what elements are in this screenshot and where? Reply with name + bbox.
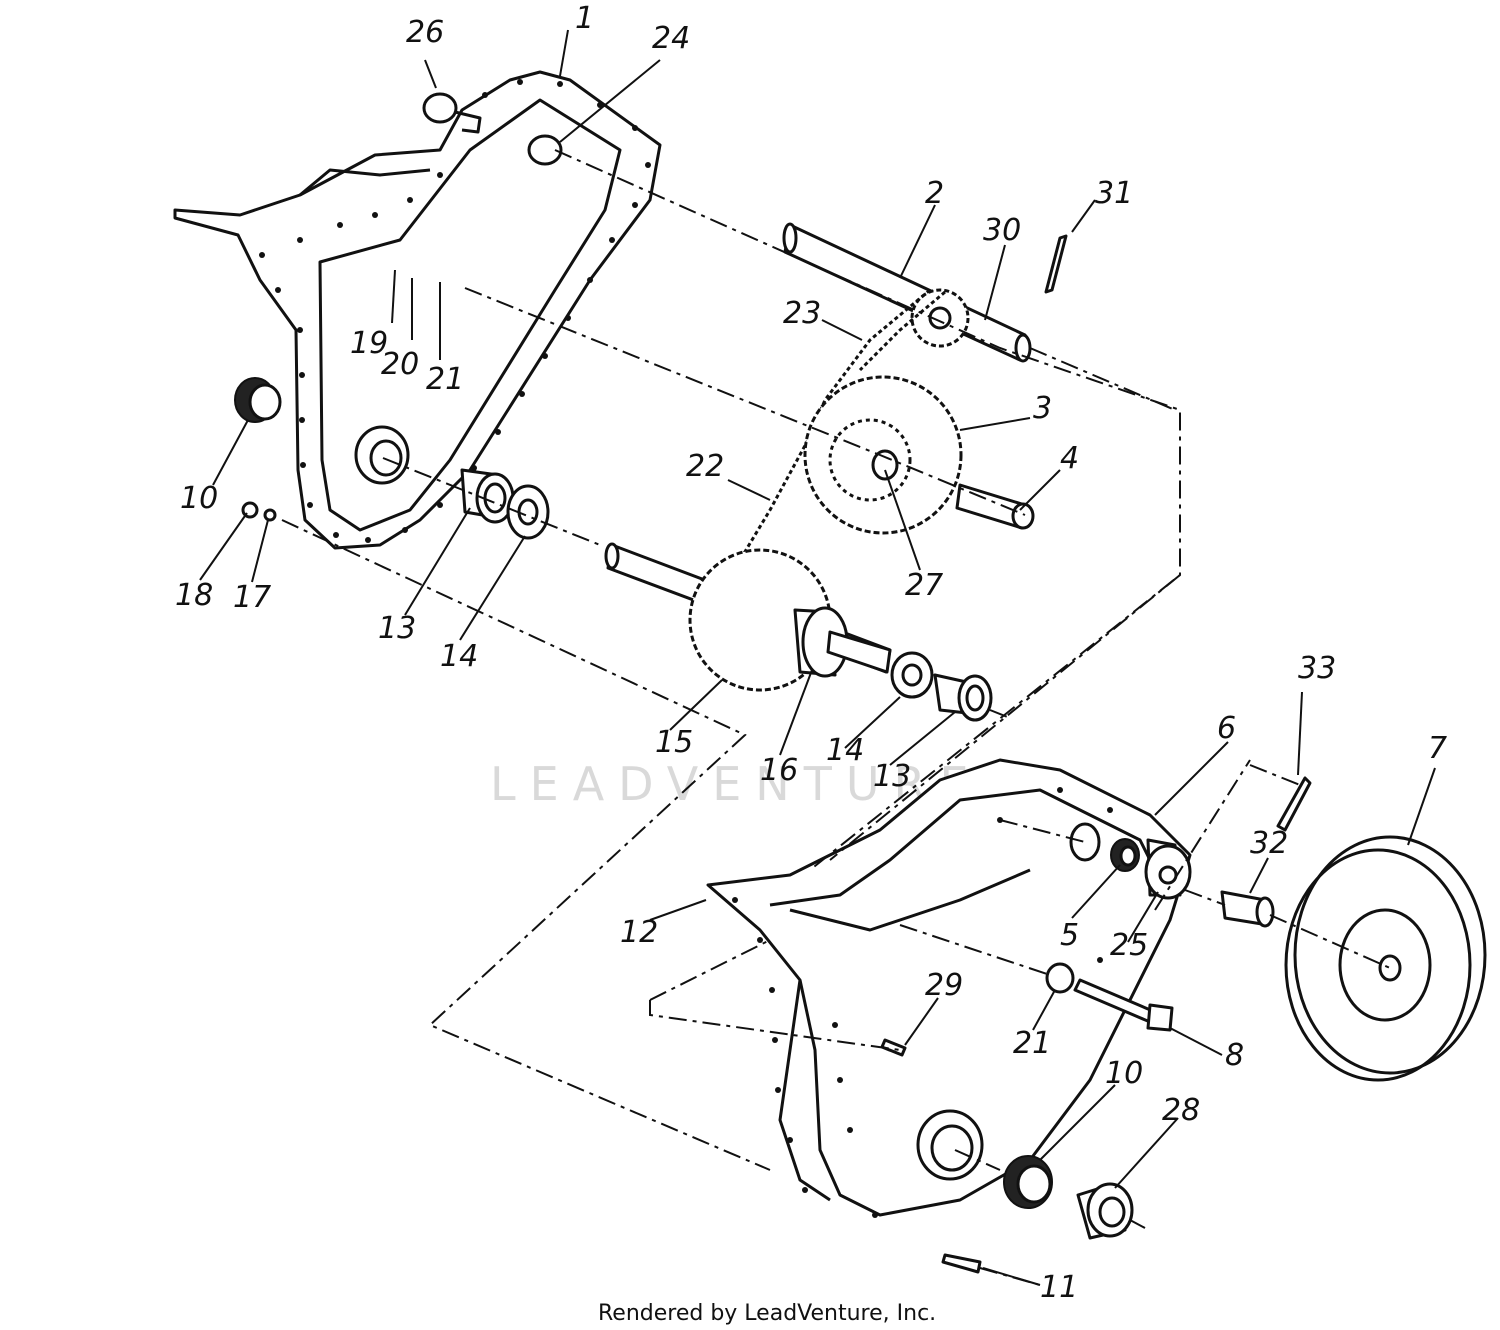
watermark: LEADVENTURE <box>490 757 983 811</box>
screw-11 <box>941 1253 982 1274</box>
pulley-7 <box>1284 835 1487 1082</box>
callout-labels: 26 1 24 2 31 30 23 19 20 21 3 4 22 27 10… <box>175 1 1447 1305</box>
hub-16 <box>793 606 892 678</box>
callout-18: 18 <box>175 578 213 613</box>
callout-3: 3 <box>1033 391 1052 426</box>
callout-22: 22 <box>686 449 724 484</box>
washer-14-left <box>506 484 550 540</box>
washer-21-right <box>1045 962 1075 994</box>
callout-28: 28 <box>1162 1093 1200 1128</box>
callout-16: 16 <box>760 753 798 788</box>
seal-10-right <box>1003 1155 1053 1209</box>
callout-17: 17 <box>233 580 271 615</box>
left-housing-half <box>173 70 662 550</box>
large-sprocket-3 <box>803 375 963 535</box>
assembly-centerlines <box>281 149 1391 1286</box>
callout-11: 11 <box>1040 1270 1078 1305</box>
callout-14-left: 14 <box>440 639 478 674</box>
callout-1: 1 <box>575 1 594 36</box>
small-sprocket-30 <box>910 288 970 348</box>
callout-4: 4 <box>1060 441 1079 476</box>
callout-31: 31 <box>1095 176 1133 211</box>
callout-10-right: 10 <box>1105 1056 1143 1091</box>
callout-24: 24 <box>652 21 690 56</box>
flange-25 <box>1144 838 1192 900</box>
leader-lines <box>199 29 1436 1286</box>
upper-bearing-bore <box>527 134 563 166</box>
bearing-13-right <box>933 673 993 722</box>
callout-13-right: 13 <box>873 759 911 794</box>
callout-6: 6 <box>1217 711 1236 746</box>
callout-15: 15 <box>655 725 693 760</box>
spacer-32 <box>1220 890 1275 928</box>
callout-13-left: 13 <box>378 611 416 646</box>
callout-12: 12 <box>620 915 658 950</box>
callout-33: 33 <box>1298 651 1336 686</box>
right-housing-half <box>706 758 1192 1218</box>
sleeve-4 <box>955 483 1035 530</box>
washer-14-right <box>890 651 934 699</box>
bearing-13-left <box>460 468 515 524</box>
callout-26: 26 <box>406 15 444 50</box>
bolt-8 <box>1073 978 1174 1032</box>
callout-10-left: 10 <box>180 481 218 516</box>
callout-25: 25 <box>1110 928 1148 963</box>
callout-2: 2 <box>925 176 944 211</box>
right-upper-bore <box>1069 822 1101 862</box>
left-axle-bore <box>354 425 410 485</box>
callout-29: 29 <box>925 968 963 1003</box>
housing-bolt-holes <box>259 79 651 543</box>
callout-21-right: 21 <box>1013 1026 1051 1061</box>
callout-21: 21 <box>426 362 464 397</box>
pin-31 <box>1044 234 1068 294</box>
callout-8: 8 <box>1225 1038 1244 1073</box>
screw-33 <box>1276 776 1312 832</box>
callout-7: 7 <box>1428 731 1447 766</box>
right-housing-bolt-holes <box>732 787 1113 1218</box>
callout-32: 32 <box>1250 826 1288 861</box>
seal-10-left <box>234 377 282 423</box>
screw-29 <box>880 1038 907 1057</box>
callout-14-right: 14 <box>826 733 864 768</box>
callout-30: 30 <box>983 213 1021 248</box>
washer-17 <box>263 508 277 522</box>
callout-23: 23 <box>783 296 821 331</box>
nut-28 <box>1076 1182 1134 1240</box>
callout-20: 20 <box>381 347 419 382</box>
footer-credit: Rendered by LeadVenture, Inc. <box>598 1301 936 1326</box>
plug-26 <box>422 92 458 124</box>
callout-19: 19 <box>350 326 388 361</box>
callout-5: 5 <box>1060 918 1079 953</box>
callout-27: 27 <box>905 568 943 603</box>
